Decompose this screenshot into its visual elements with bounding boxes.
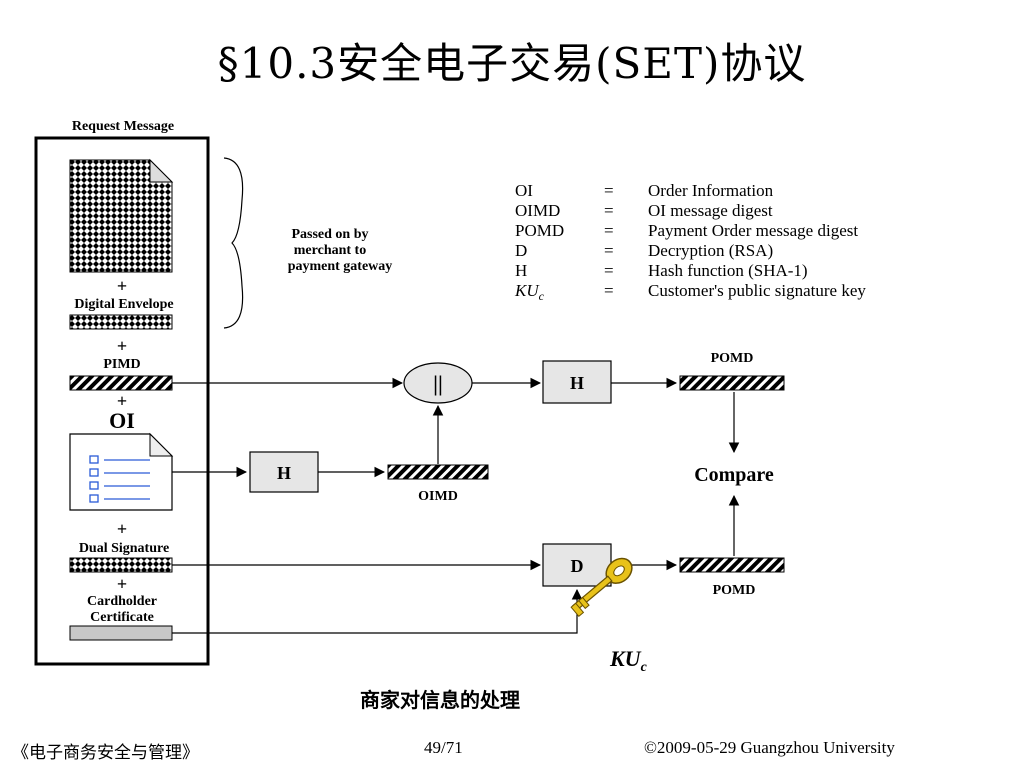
legend-abbr: KUc [514,281,545,303]
legend-eq: = [604,201,614,220]
public-key-icon [570,557,633,618]
pomd-label-bottom: POMD [713,583,756,598]
pomd-label-top: POMD [711,351,754,366]
legend-abbr: H [515,261,527,280]
request-message-title: Request Message [72,119,174,134]
slide-title: §10.3安全电子交易(SET)协议 [217,39,807,88]
dual-signature-block [69,557,173,573]
order-information-document-icon [69,432,174,511]
oimd-block [387,464,489,480]
decrypt-label: D [571,556,584,576]
pomd-block-top [679,375,785,391]
decrypt-box [542,543,612,587]
legend-eq: = [604,261,614,280]
request-message-frame [34,136,210,666]
hash-box-oi [249,451,319,493]
legend-eq: = [604,281,614,300]
curly-brace [223,157,244,329]
legend-desc: Decryption (RSA) [648,241,773,260]
legend-desc: Hash function (SHA-1) [648,261,808,280]
legend-abbr: OI [515,181,533,200]
oi-label: OI [109,408,135,433]
legend-eq: = [604,181,614,200]
footer-page-number: 49/71 [424,738,463,757]
hash-box-top [542,360,612,404]
plus-sign: + [117,276,127,296]
legend-abbr: POMD [515,221,564,240]
cardholder-certificate-block [69,625,173,641]
digital-envelope-block [69,314,173,330]
plus-sign: + [117,391,127,411]
legend-desc: Payment Order message digest [648,221,858,240]
cardholder-label: Cardholder [87,594,157,609]
legend-eq: = [604,241,614,260]
compare-label: Compare [694,464,774,486]
passed-on-line2: merchant to [294,243,366,258]
legend: OI = Order Information OIMD = OI message… [514,181,866,303]
hash-label-oi: H [277,463,291,483]
passed-on-line3: payment gateway [288,259,393,274]
pomd-block-bottom [679,557,785,573]
passed-on-line1: Passed on by [291,227,368,242]
certificate-label: Certificate [90,610,154,625]
hash-label-top: H [570,373,584,393]
plus-sign: + [117,336,127,356]
pimd-label: PIMD [103,357,140,372]
dual-signature-label: Dual Signature [79,541,169,556]
diagram-caption: 商家对信息的处理 [360,688,520,712]
legend-abbr: OIMD [515,201,560,220]
concatenation-symbol: || [433,371,443,396]
pimd-block [69,375,173,391]
footer-copyright: ©2009-05-29 Guangzhou University [644,738,895,757]
key-label: KUc [609,646,648,675]
plus-sign: + [117,519,127,539]
encrypted-payment-info-icon [69,158,174,273]
legend-eq: = [604,221,614,240]
oimd-label: OIMD [418,489,458,504]
legend-desc: Order Information [648,181,774,200]
legend-desc: OI message digest [648,201,773,220]
footer-course-title: 《电子商务安全与管理》 [12,743,199,763]
digital-envelope-label: Digital Envelope [74,297,173,312]
legend-abbr: D [515,241,527,260]
plus-sign: + [117,574,127,594]
arrow-certificate-to-decrypt [172,588,583,634]
legend-desc: Customer's public signature key [648,281,866,300]
